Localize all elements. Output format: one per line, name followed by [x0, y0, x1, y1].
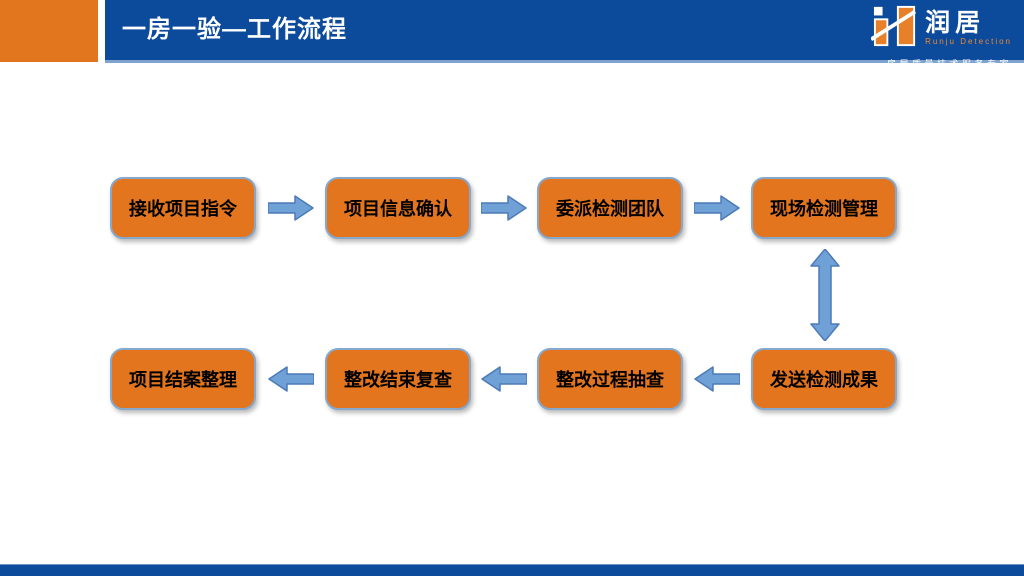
logo-brand-text: 润居 — [925, 9, 986, 37]
header-accent-block — [0, 0, 98, 62]
flow-step-project-closing: 项目结案整理 — [110, 348, 256, 410]
arrow-right-icon — [694, 195, 740, 221]
flow-step-site-management: 现场检测管理 — [751, 177, 897, 239]
header-bar: 一房一验—工作流程 润居 Runju Detection 房屋质量技术服务专家 — [105, 0, 1024, 69]
flow-step-assign-team: 委派检测团队 — [537, 177, 683, 239]
arrow-right-icon — [481, 195, 527, 221]
page-title: 一房一验—工作流程 — [122, 16, 347, 43]
flow-step-final-recheck: 整改结束复查 — [325, 348, 471, 410]
flow-step-process-spot-check: 整改过程抽查 — [537, 348, 683, 410]
arrow-left-icon — [481, 366, 527, 392]
flow-step-receive-order: 接收项目指令 — [110, 177, 256, 239]
arrow-vertical-icon — [810, 249, 840, 341]
logo-tagline-text: 房屋质量技术服务专家 — [886, 59, 1012, 69]
arrow-left-icon — [694, 366, 740, 392]
flow-step-confirm-info: 项目信息确认 — [325, 177, 471, 239]
runju-logo: 润居 Runju Detection 房屋质量技术服务专家 — [870, 4, 1012, 70]
footer-bar — [0, 564, 1024, 576]
arrow-right-icon — [268, 195, 314, 221]
arrow-left-icon — [268, 366, 314, 392]
logo-subtitle-text: Runju Detection — [925, 37, 1012, 46]
runju-logo-icon — [870, 4, 919, 53]
flow-step-send-results: 发送检测成果 — [751, 348, 897, 410]
